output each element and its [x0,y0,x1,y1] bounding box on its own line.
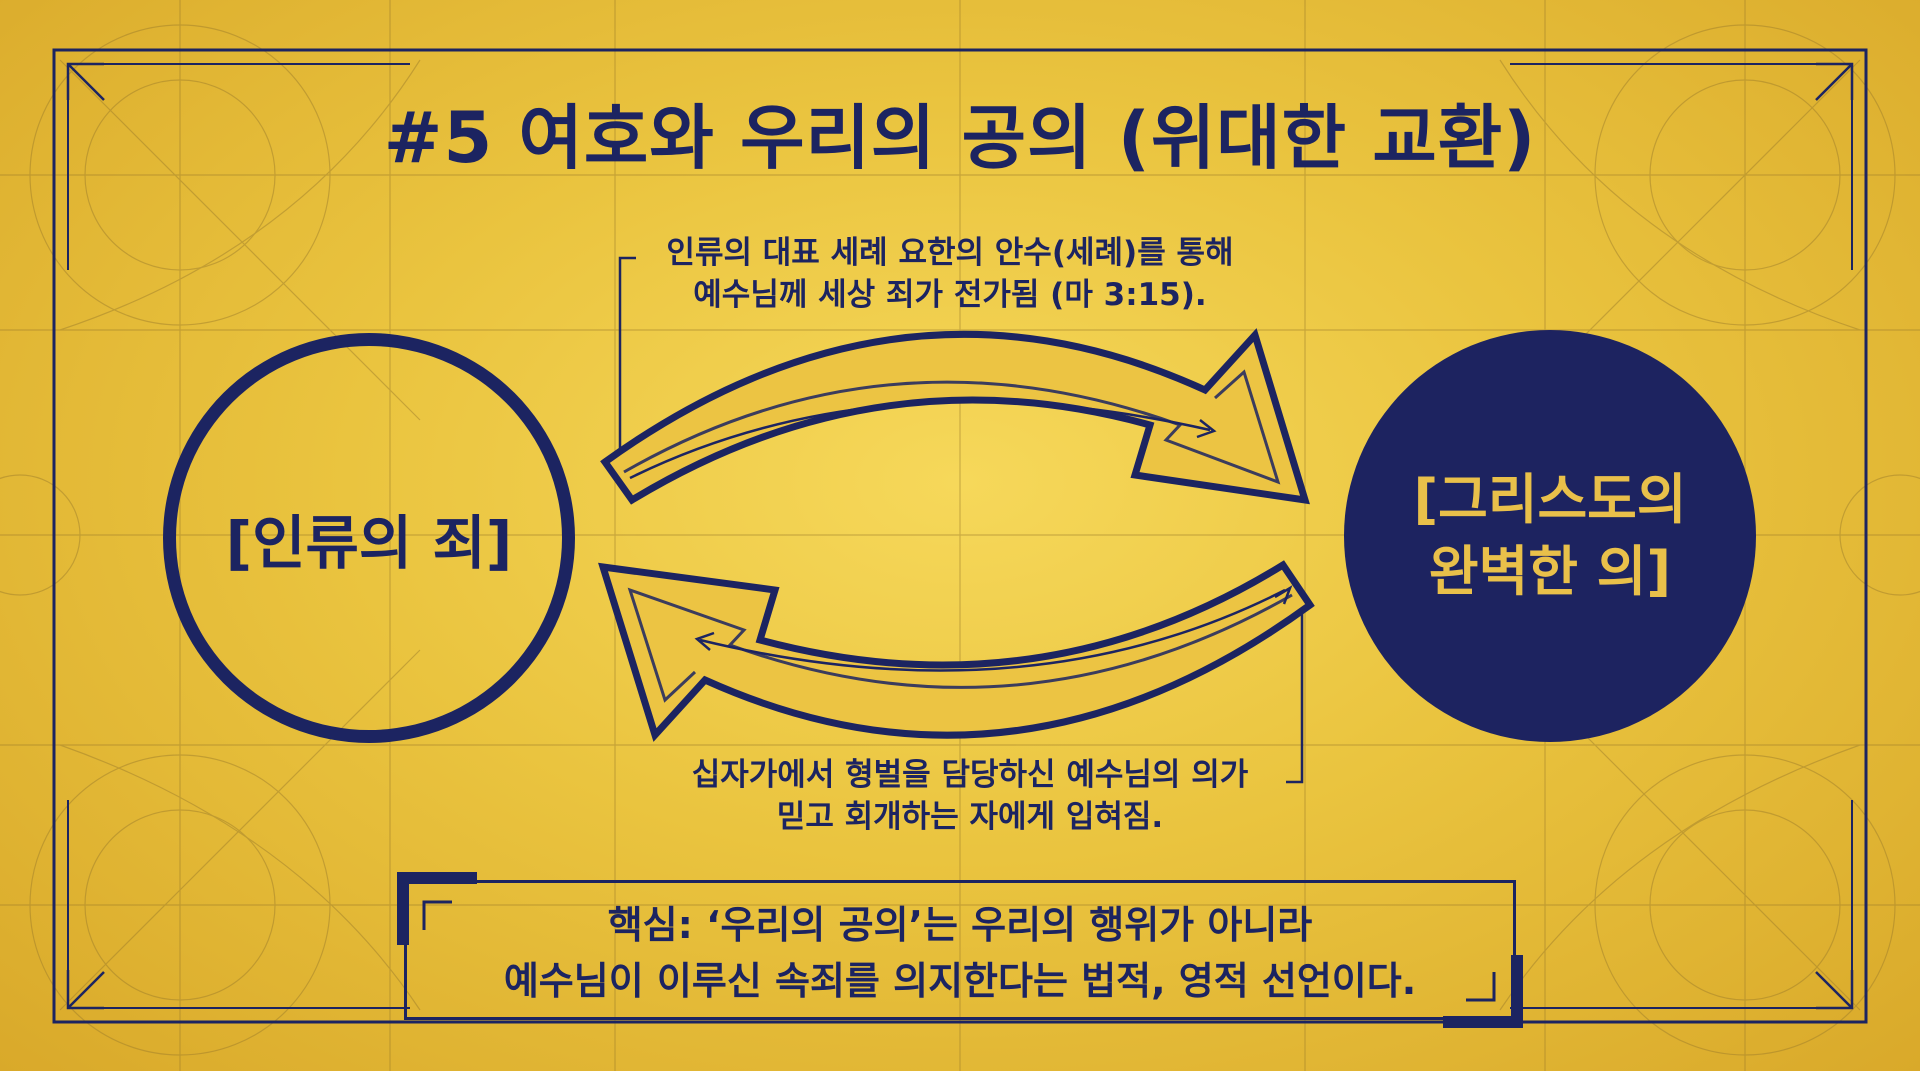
top-arrow [600,328,1310,505]
key-message-line-1: 핵심: ‘우리의 공의’는 우리의 행위가 아니라 [607,903,1313,947]
slide-title: #5 여호와 우리의 공의 (위대한 교환) [383,97,1537,179]
christ-righteousness-line-2: 완벽한 의] [1428,540,1672,603]
christ-righteousness-line-1: [그리스도의 [1413,468,1687,531]
bottom-arrow [598,560,1315,742]
bottom-caption-line-1: 십자가에서 형벌을 담당하신 예수님의 의가 [691,757,1249,793]
key-message-box [404,880,1516,1020]
key-message: 핵심: ‘우리의 공의’는 우리의 행위가 아니라 예수님이 이루신 속죄를 의… [404,897,1516,1009]
top-caption: 인류의 대표 세례 요한의 안수(세례)를 통해 예수님께 세상 죄가 전가됨 … [640,232,1260,316]
key-message-line-2: 예수님이 이루신 속죄를 의지한다는 법적, 영적 선언이다. [503,959,1417,1003]
human-sin-label: [인류의 죄] [225,509,513,577]
human-sin-circle: [인류의 죄] [163,333,575,743]
bottom-caption: 십자가에서 형벌을 담당하신 예수님의 의가 믿고 회개하는 자에게 입혀짐. [660,754,1280,838]
top-caption-line-1: 인류의 대표 세례 요한의 안수(세례)를 통해 [666,235,1234,271]
top-caption-line-2: 예수님께 세상 죄가 전가됨 (마 3:15). [693,277,1207,313]
christ-righteousness-circle: [그리스도의 완벽한 의] [1344,330,1756,742]
bottom-caption-line-2: 믿고 회개하는 자에게 입혀짐. [776,799,1164,835]
